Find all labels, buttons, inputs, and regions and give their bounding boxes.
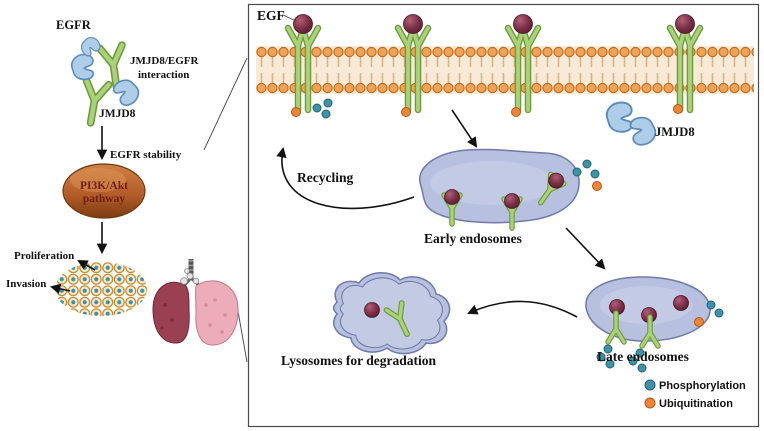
egf-in-lysosome [364,302,380,318]
phospho-dot [572,167,582,177]
pi3k-akt-oval-highlight [70,168,126,192]
ubiquitin-dot [401,107,411,117]
phospho-dot [321,109,331,119]
phospho-dot [603,344,613,354]
phospho-dot [312,103,322,113]
proliferation-arrow [77,259,96,271]
phospho-dot [590,169,600,179]
ubiquitin-dot [694,317,704,327]
tumor-mass [180,268,200,285]
late-endosome-highlight [600,286,692,324]
zoom-connector-top [203,57,248,151]
legend-ubiquitination-label: Ubiquitination [659,398,733,410]
pathway-label-line1: PI3K/Akt [80,180,128,192]
maturation-arrow [565,227,606,270]
lungs-illustration [152,259,239,346]
egf-ligand-1 [293,14,313,34]
phospho-dot [582,159,592,169]
legend-ubiquitination-dot [644,397,656,409]
lysosomes-label: Lysosomes for degradation [281,353,436,368]
legend-phosphorylation-label: Phosphorylation [659,380,746,392]
jmjd8-label-left: JMJD8 [99,108,136,120]
phospho-dot [635,348,645,358]
egfr-stability-label: EGFR stability [110,149,182,161]
invasion-arrow [49,283,71,294]
egf-ligand-2 [403,14,423,34]
pi3k-akt-oval [62,163,146,219]
legend-phosphorylation-dot [644,379,656,391]
egf-in-late-endosome [673,295,689,311]
phospho-dot [628,356,638,366]
jmjd8-label-right: JMJD8 [655,125,695,139]
early-endosomes-label: Early endosomes [424,231,522,246]
pathway-label-line2: pathway [83,193,125,205]
egf-ligand-3 [513,14,533,34]
phospho-dot [706,300,716,310]
phospho-dot [323,98,333,108]
recycling-arrow [276,146,415,210]
degradation-arrow [467,300,578,318]
phospho-dot [605,359,615,369]
ubiquitin-dot [291,107,301,117]
recycling-label: Recycling [297,170,353,185]
phospho-dot [596,352,606,362]
legend: Phosphorylation Ubiquitination [644,379,746,410]
tumor-cells-cluster [55,262,147,316]
phospho-dot [714,308,724,318]
egf-pointer-line [282,14,297,22]
ubiquitin-dot [511,107,521,117]
internalization-arrow [451,109,478,148]
ubiquitin-dot [592,181,602,191]
cell-membrane [256,46,754,94]
egf-ligand-4 [675,14,695,34]
interaction-label-line2: interaction [138,69,189,81]
egfr-label: EGFR [56,18,92,32]
interaction-label-line1: JMJD8/EGFR [130,55,199,67]
phospho-dot [637,363,647,373]
proliferation-label: Proliferation [14,250,74,262]
invasion-label: Invasion [6,278,46,290]
late-endosomes-label: Late endosomes [597,349,689,364]
egf-label: EGF [257,8,285,23]
ubiquitin-dot [673,104,683,114]
